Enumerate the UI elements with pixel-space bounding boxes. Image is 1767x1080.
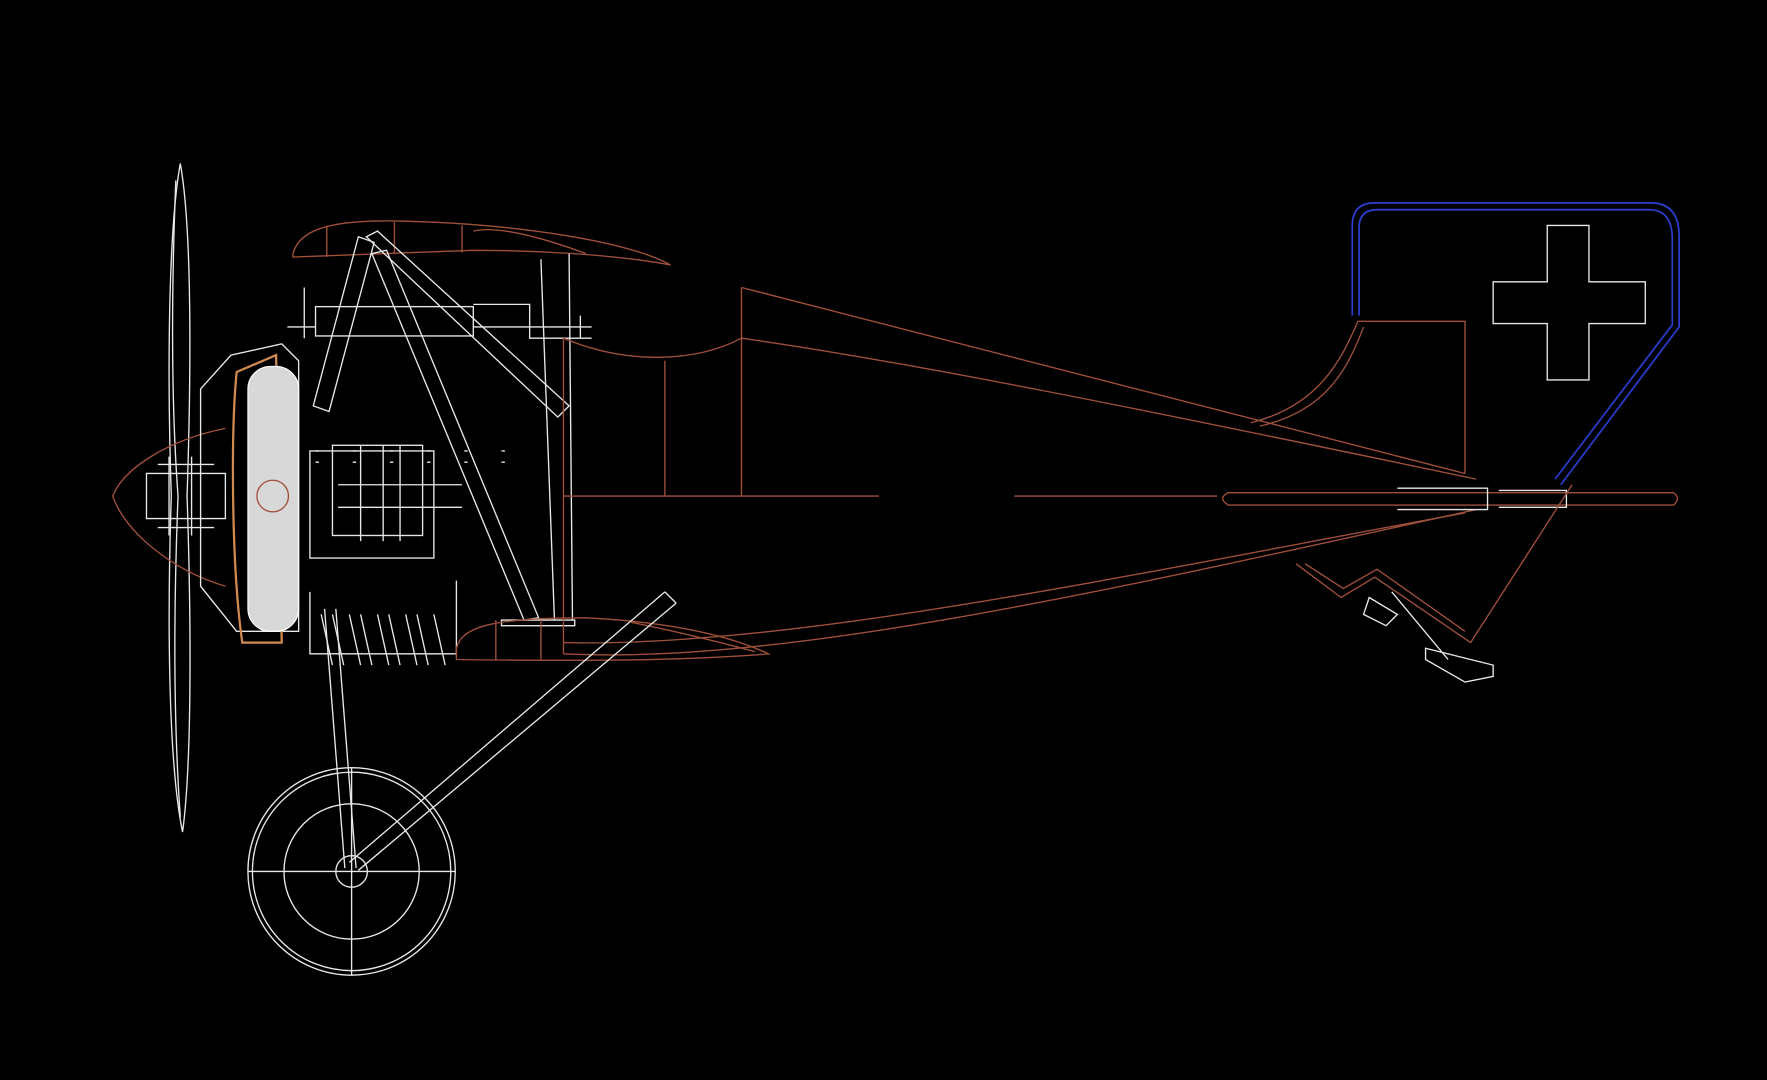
propeller [168,163,191,833]
tail-skid [1295,484,1573,683]
lower-wing [455,617,772,662]
upper-wing [292,220,671,266]
rotary-engine [231,353,519,666]
cabane-struts [312,230,576,627]
landing-gear [323,591,677,871]
tailplane [1222,487,1679,511]
rudder [1351,202,1681,486]
iron-cross-marking [1492,224,1646,381]
fuselage [562,286,1477,656]
tail-fin [1250,320,1466,474]
wheel [247,767,456,976]
